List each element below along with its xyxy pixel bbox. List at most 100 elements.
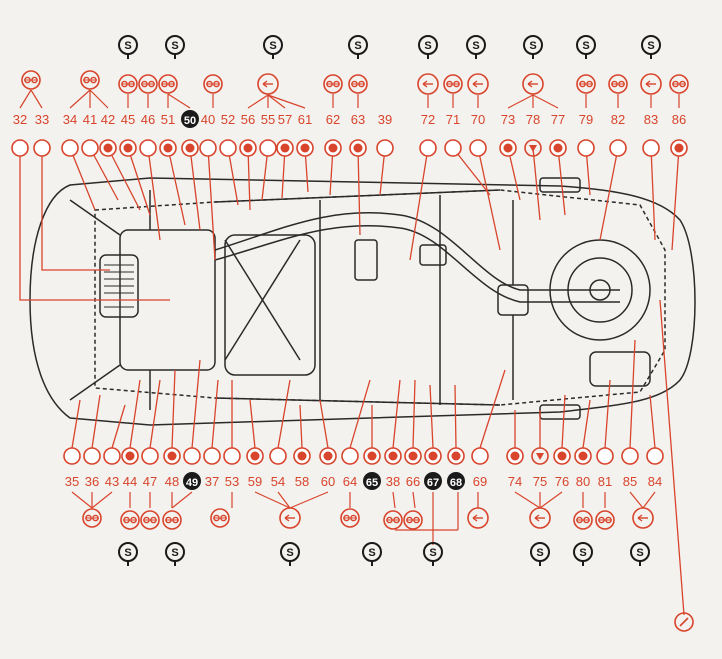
service-symbol	[641, 35, 661, 60]
open-marker	[577, 139, 595, 157]
fuel-tank-area	[224, 234, 316, 376]
part-number-44: 44	[123, 474, 137, 489]
part-number-80: 80	[576, 474, 590, 489]
dark-label-badge	[447, 472, 465, 490]
arrow-symbol	[257, 73, 279, 95]
triangle-icon	[536, 453, 544, 460]
marker-dot	[578, 451, 588, 461]
dark-label-badge	[424, 472, 442, 490]
goggles-symbol	[21, 70, 41, 90]
marker-dot	[328, 143, 338, 153]
part-number-85: 85	[623, 474, 637, 489]
open-marker	[471, 447, 489, 465]
open-marker	[103, 447, 121, 465]
exhaust-pipe-upper	[214, 211, 620, 291]
marker-dot	[408, 451, 418, 461]
goggles-symbol	[348, 74, 368, 94]
floor-outline	[94, 189, 666, 406]
marker-dot	[353, 143, 363, 153]
open-marker	[259, 139, 277, 157]
part-number-64: 64	[343, 474, 357, 489]
part-number-42: 42	[101, 112, 115, 127]
goggles-symbol	[323, 74, 343, 94]
marker-dot	[510, 451, 520, 461]
part-number-59: 59	[248, 474, 262, 489]
service-symbol	[630, 542, 650, 567]
open-marker	[376, 139, 394, 157]
goggles-symbol	[210, 508, 230, 528]
service-symbol	[348, 35, 368, 60]
dark-label-badge	[183, 472, 201, 490]
part-number-67: 67	[427, 477, 439, 489]
goggles-symbol	[203, 74, 223, 94]
marker-dot	[557, 451, 567, 461]
marker-dot	[300, 143, 310, 153]
part-number-35: 35	[65, 474, 79, 489]
service-symbol	[423, 542, 443, 567]
goggles-symbol	[573, 510, 593, 530]
open-marker	[33, 139, 51, 157]
part-number-51: 51	[161, 112, 175, 127]
marker-dot	[367, 451, 377, 461]
part-number-66: 66	[406, 474, 420, 489]
exhaust-pipe-lower	[214, 224, 620, 303]
part-number-62: 62	[326, 112, 340, 127]
bottom-markers	[63, 447, 664, 465]
part-number-58: 58	[295, 474, 309, 489]
part-number-69: 69	[473, 474, 487, 489]
service-symbol	[523, 35, 543, 60]
goggles-symbol	[118, 74, 138, 94]
part-number-71: 71	[446, 112, 460, 127]
front-right-arm	[69, 364, 151, 410]
marker-dot	[243, 143, 253, 153]
part-number-38: 38	[386, 474, 400, 489]
marker-dot	[323, 451, 333, 461]
goggles-symbol	[80, 70, 100, 90]
marker-dot	[250, 451, 260, 461]
open-marker	[61, 139, 79, 157]
open-marker	[269, 447, 287, 465]
part-number-82: 82	[611, 112, 625, 127]
open-marker	[139, 139, 157, 157]
part-number-41: 41	[83, 112, 97, 127]
open-marker	[609, 139, 627, 157]
open-marker	[469, 139, 487, 157]
service-symbol	[576, 35, 596, 60]
goggles-symbol	[340, 508, 360, 528]
arrow-symbol	[279, 507, 301, 529]
part-number-43: 43	[105, 474, 119, 489]
part-number-76: 76	[555, 474, 569, 489]
marker-dot	[388, 451, 398, 461]
dark-label-badge	[363, 472, 381, 490]
open-marker	[642, 139, 660, 157]
triangle-marker	[531, 447, 549, 465]
open-marker	[141, 447, 159, 465]
front-left-arm	[69, 190, 151, 236]
goggles-symbol	[669, 74, 689, 94]
part-number-57: 57	[278, 112, 292, 127]
leader-lines	[19, 147, 685, 616]
goggles-symbol	[595, 510, 615, 530]
part-number-81: 81	[598, 474, 612, 489]
triangle-marker	[524, 139, 542, 157]
goggles-symbol	[138, 74, 158, 94]
gauge-symbol	[674, 612, 694, 632]
goggles-symbol	[443, 74, 463, 94]
open-marker	[341, 447, 359, 465]
part-number-49: 49	[186, 477, 198, 489]
part-number-84: 84	[648, 474, 662, 489]
service-symbol	[530, 542, 550, 567]
service-symbol	[165, 35, 185, 60]
rail-left	[214, 189, 501, 203]
goggles-symbol	[120, 510, 140, 530]
arrow-symbol	[522, 73, 544, 95]
goggles-symbol	[403, 510, 423, 530]
part-number-33: 33	[35, 112, 49, 127]
part-number-52: 52	[221, 112, 235, 127]
arrow-symbol	[467, 507, 489, 529]
part-number-75: 75	[533, 474, 547, 489]
top-markers	[11, 139, 688, 157]
service-symbol	[280, 542, 300, 567]
